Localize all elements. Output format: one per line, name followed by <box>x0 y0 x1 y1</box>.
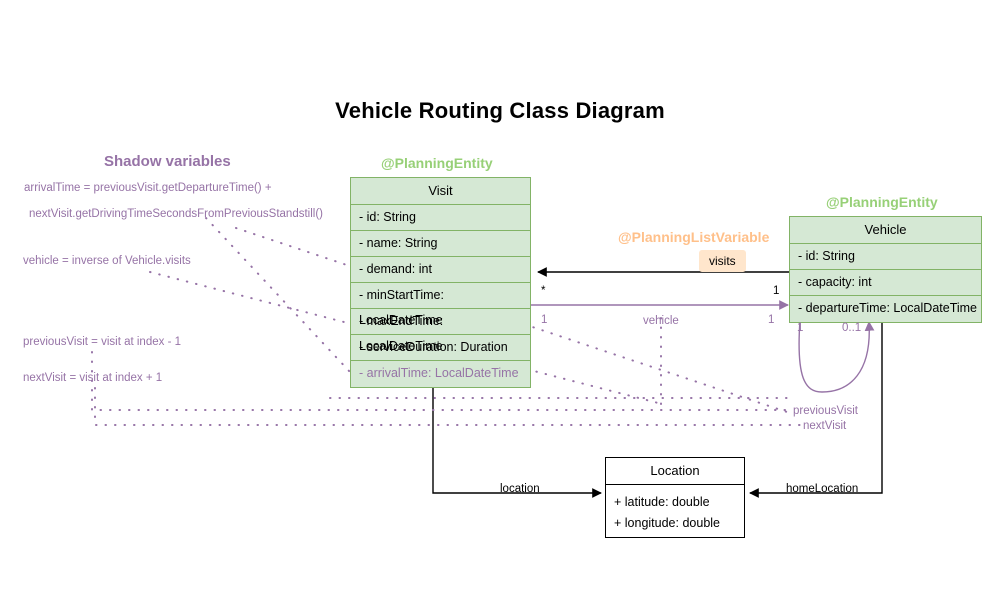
class-attr: - maxEndTime: LocalDateTime <box>351 309 530 353</box>
stereotype-vehicle: @PlanningEntity <box>826 194 938 210</box>
shadow-line-arrival-1: arrivalTime = previousVisit.getDeparture… <box>24 182 272 194</box>
mult-self-loop-left: 1 <box>797 322 804 334</box>
edge-label-next-visit: nextVisit <box>803 420 847 432</box>
class-attr: + latitude: double <box>614 495 710 509</box>
edge-label-previous-visit: previousVisit <box>793 405 858 417</box>
mult-visits-source: * <box>541 285 546 297</box>
stereotype-visit: @PlanningEntity <box>381 155 493 171</box>
class-title-visit: Visit <box>351 178 530 205</box>
stereotype-planning-list-variable: @PlanningListVariable <box>618 229 770 245</box>
shadow-line-arrival-2: nextVisit.getDrivingTimeSecondsFromPrevi… <box>29 208 323 220</box>
edge-location <box>432 385 602 498</box>
class-attr: - serviceDuration: Duration <box>351 335 530 361</box>
class-box-location[interactable]: Location + latitude: double + longitude:… <box>605 457 745 538</box>
edge-label-home-location: homeLocation <box>786 483 859 495</box>
class-attr: - departureTime: LocalDateTime <box>798 301 978 315</box>
class-box-visit[interactable]: Visit - id: String - name: String - dema… <box>350 177 531 388</box>
edge-label-vehicle: vehicle <box>643 315 679 327</box>
mult-vehicle-target: 1 <box>768 314 775 326</box>
shadow-variables-heading: Shadow variables <box>104 153 231 170</box>
shadow-line-next-visit: nextVisit = visit at index + 1 <box>23 372 163 384</box>
class-attr: - name: String <box>351 231 530 257</box>
shadow-line-previous-visit: previousVisit = visit at index - 1 <box>23 336 181 348</box>
class-attr: - demand: int <box>351 257 530 283</box>
class-attr: - id: String <box>351 205 530 231</box>
class-box-vehicle[interactable]: Vehicle - id: String - capacity: int - d… <box>789 216 982 323</box>
edge-label-visits: visits <box>699 250 746 272</box>
class-title-vehicle: Vehicle <box>790 217 981 244</box>
edge-label-location: location <box>500 483 540 495</box>
shadow-line-vehicle: vehicle = inverse of Vehicle.visits <box>23 255 191 267</box>
class-attr: - minStartTime: LocalDateTime <box>351 283 530 327</box>
mult-vehicle-source: 1 <box>541 314 548 326</box>
class-attr: - capacity: int <box>790 270 981 296</box>
class-attr-shadow: - arrivalTime: LocalDateTime <box>359 366 519 380</box>
mult-self-loop-right: 0..1 <box>842 322 862 334</box>
page-title: Vehicle Routing Class Diagram <box>335 98 665 123</box>
class-title-location: Location <box>606 458 744 485</box>
class-attr: + longitude: double <box>614 516 720 530</box>
mult-visits-target: 1 <box>773 285 780 297</box>
class-attr: - id: String <box>790 244 981 270</box>
